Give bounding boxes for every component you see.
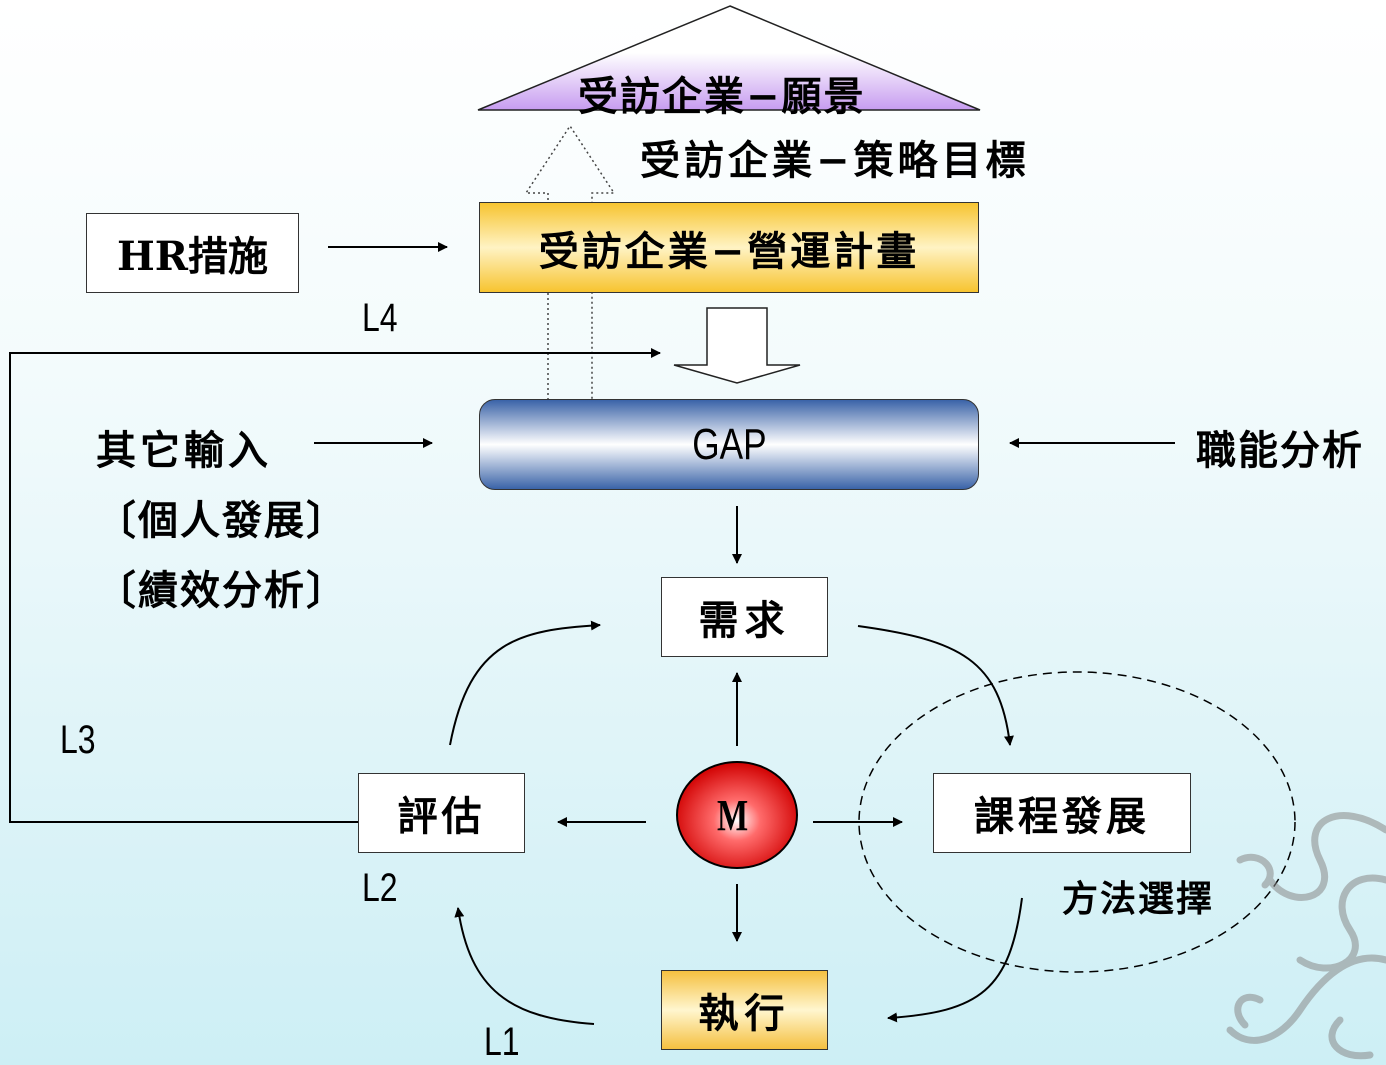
loop-label-l2: L2 xyxy=(362,866,398,910)
l3-loop xyxy=(9,348,661,823)
performance-analysis-label: 〔績效分析〕 xyxy=(96,567,348,614)
needs-box: 需求 xyxy=(661,577,828,657)
hr-measures-label: HR措施 xyxy=(116,233,269,280)
operation-plan-box: 受訪企業−營運計畫 xyxy=(479,202,979,293)
evaluation-box: 評估 xyxy=(358,773,525,853)
vision-label: 受訪企業−願景 xyxy=(578,73,866,120)
loop-label-l1: L1 xyxy=(484,1020,520,1064)
course-development-label: 課程發展 xyxy=(974,793,1150,840)
method-selection-label: 方法選擇 xyxy=(1062,878,1215,920)
dotted-up-arrow xyxy=(524,124,616,400)
method-ellipse xyxy=(858,671,1296,973)
execute-eval-curve xyxy=(454,907,595,1025)
dragon-decoration xyxy=(1226,812,1386,1060)
center-circle xyxy=(676,761,798,869)
eval-needs-curve xyxy=(449,620,601,746)
course-execute-curve xyxy=(887,897,1023,1023)
hollow-down-arrow xyxy=(673,307,801,384)
course-development-box: 課程發展 xyxy=(933,773,1191,853)
gap-label: GAP xyxy=(691,419,767,469)
operation-plan-label: 受訪企業−營運計畫 xyxy=(538,227,920,275)
personal-development-label: 〔個人發展〕 xyxy=(96,497,348,544)
needs-label: 需求 xyxy=(698,597,791,644)
hr-measures-box: HR措施 xyxy=(86,213,299,293)
vision-triangle xyxy=(477,5,981,111)
center-label: M xyxy=(717,791,749,840)
other-inputs-label: 其它輸入 xyxy=(96,427,272,474)
execute-label: 執行 xyxy=(698,990,791,1037)
gap-box: GAP xyxy=(479,399,979,490)
needs-course-curve xyxy=(857,625,1014,746)
loop-label-l3: L3 xyxy=(60,718,96,762)
strategy-label: 受訪企業−策略目標 xyxy=(640,137,1030,184)
execute-box: 執行 xyxy=(661,970,828,1050)
evaluation-label: 評估 xyxy=(397,793,486,840)
function-analysis-label: 職能分析 xyxy=(1196,427,1364,474)
loop-label-l4: L4 xyxy=(362,296,398,340)
